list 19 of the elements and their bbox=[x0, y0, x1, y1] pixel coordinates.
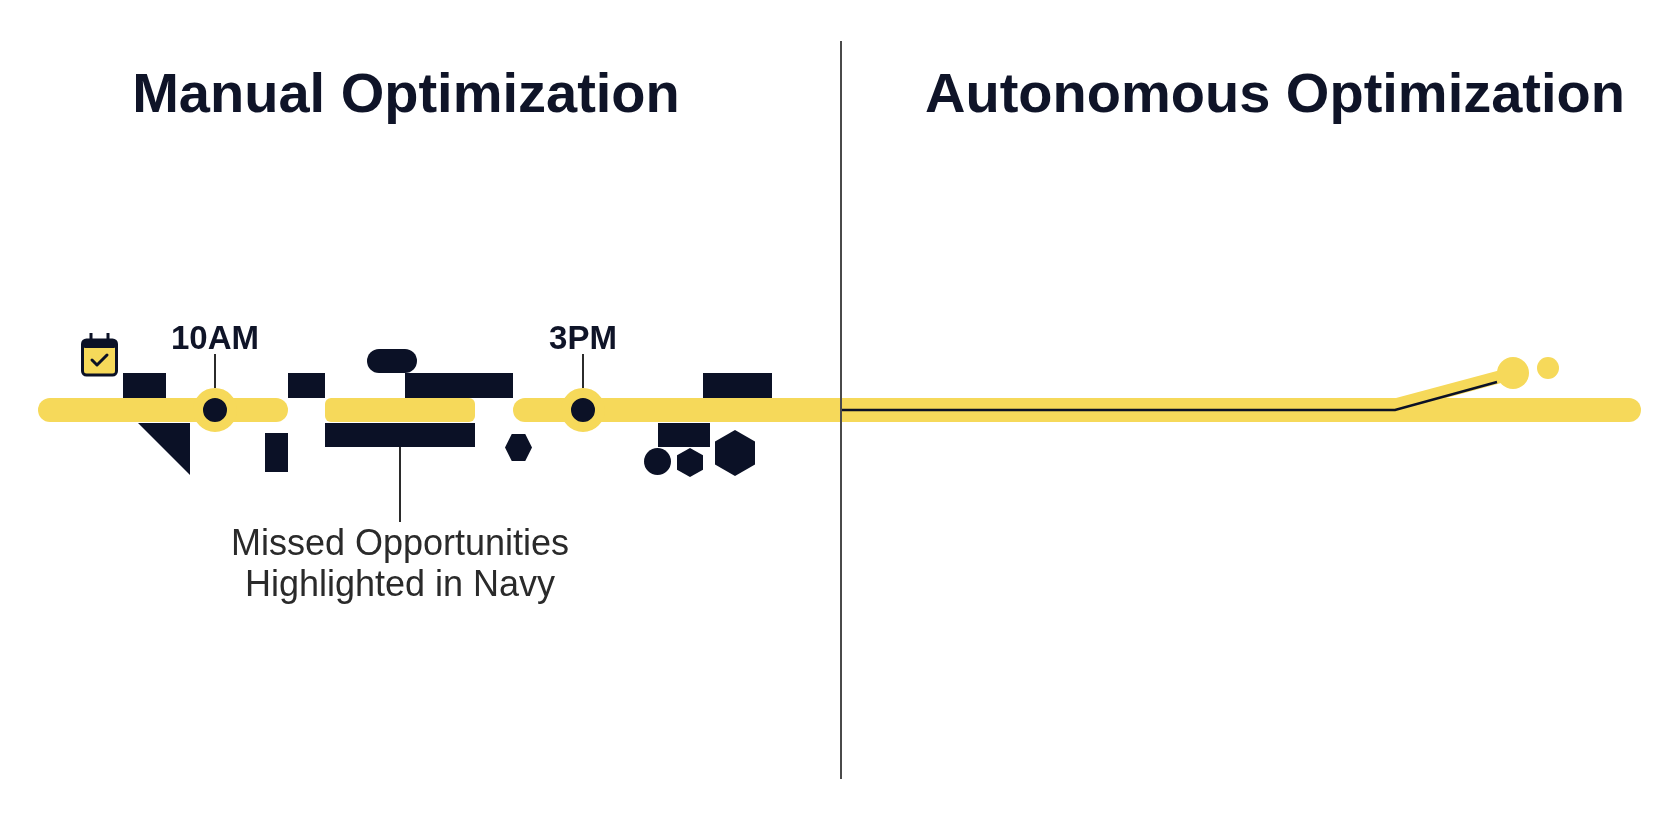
rect-block bbox=[703, 373, 772, 398]
section-title: Manual Optimization bbox=[132, 61, 680, 125]
rect-block bbox=[658, 423, 710, 447]
rect-block bbox=[325, 423, 475, 447]
leader-line bbox=[399, 446, 401, 523]
annotation-text: Missed Opportunities Highlighted in Navy bbox=[225, 522, 575, 604]
hexagon-block bbox=[505, 434, 532, 461]
pill-block bbox=[367, 349, 417, 373]
circle-block bbox=[644, 448, 671, 475]
hexagon-block bbox=[677, 448, 703, 477]
rect-block bbox=[405, 373, 513, 398]
leader-line bbox=[582, 353, 584, 389]
rect-block bbox=[123, 373, 166, 398]
rect-block bbox=[288, 373, 325, 398]
rect-block bbox=[265, 433, 288, 472]
time-label: 3PM bbox=[549, 321, 617, 354]
leader-line bbox=[214, 353, 216, 389]
time-label: 10AM bbox=[171, 321, 259, 354]
section-title: Autonomous Optimization bbox=[925, 61, 1625, 125]
